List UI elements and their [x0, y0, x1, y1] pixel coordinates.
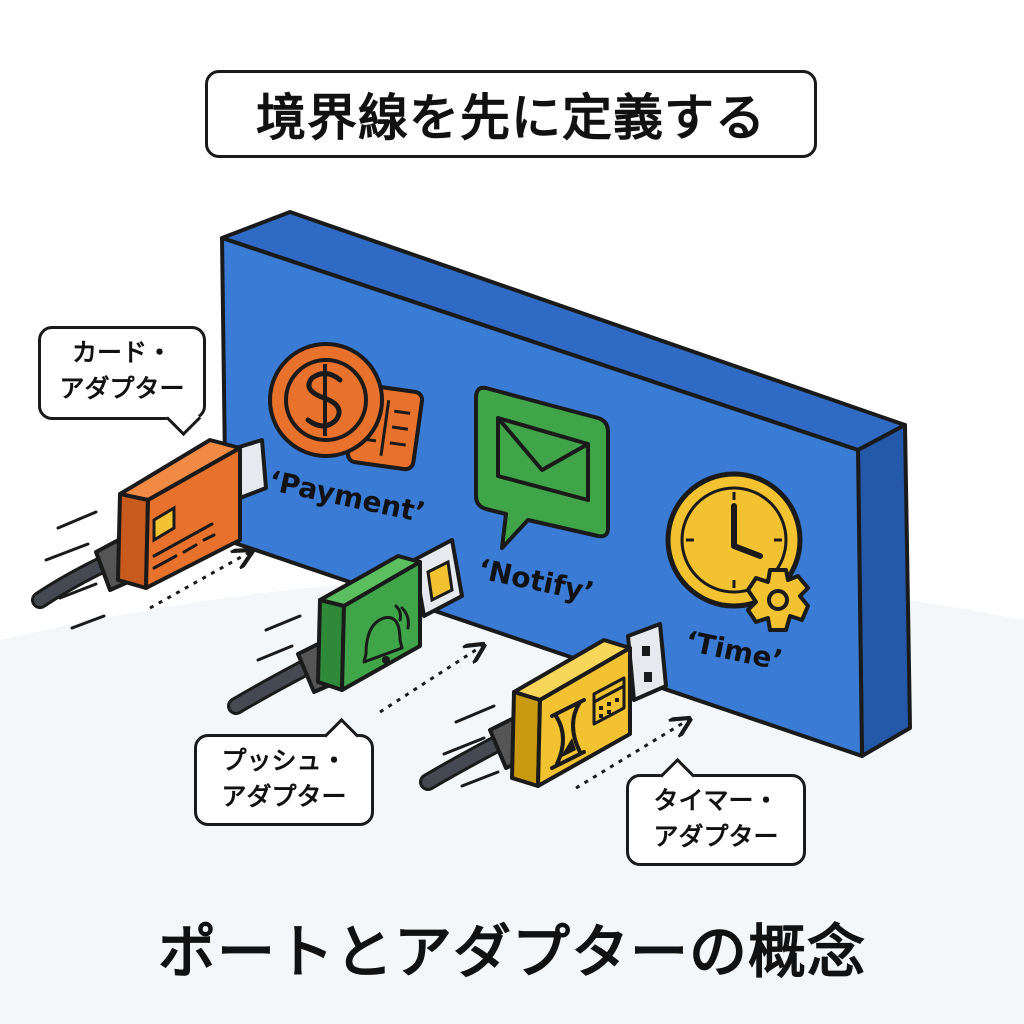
timer-adapter-label: タイマー・ アダプター — [626, 757, 806, 866]
timer-adapter-label-line1: タイマー・ — [653, 786, 779, 815]
card-adapter-label-line2: アダプター — [59, 374, 185, 403]
push-adapter-label-line2: アダプター — [221, 782, 347, 811]
dollar-coin-card-icon — [268, 342, 425, 472]
footer-caption: ポートとアダプターの概念 — [157, 918, 866, 986]
timer-adapter-label-line2: アダプター — [653, 822, 779, 851]
card-adapter-plug — [31, 438, 268, 630]
push-adapter-plug — [227, 538, 482, 715]
page-title: 境界線を先に定義する — [205, 70, 817, 158]
envelope-chat-icon — [474, 385, 610, 550]
push-adapter-label-line1: プッシュ・ — [221, 746, 347, 775]
card-adapter-label-line1: カード・ — [71, 338, 172, 367]
clock-gear-icon — [665, 471, 810, 632]
push-adapter-label: プッシュ・ アダプター — [194, 717, 374, 826]
card-adapter-label: カード・ アダプター — [38, 326, 206, 437]
timer-adapter-plug — [419, 622, 688, 791]
